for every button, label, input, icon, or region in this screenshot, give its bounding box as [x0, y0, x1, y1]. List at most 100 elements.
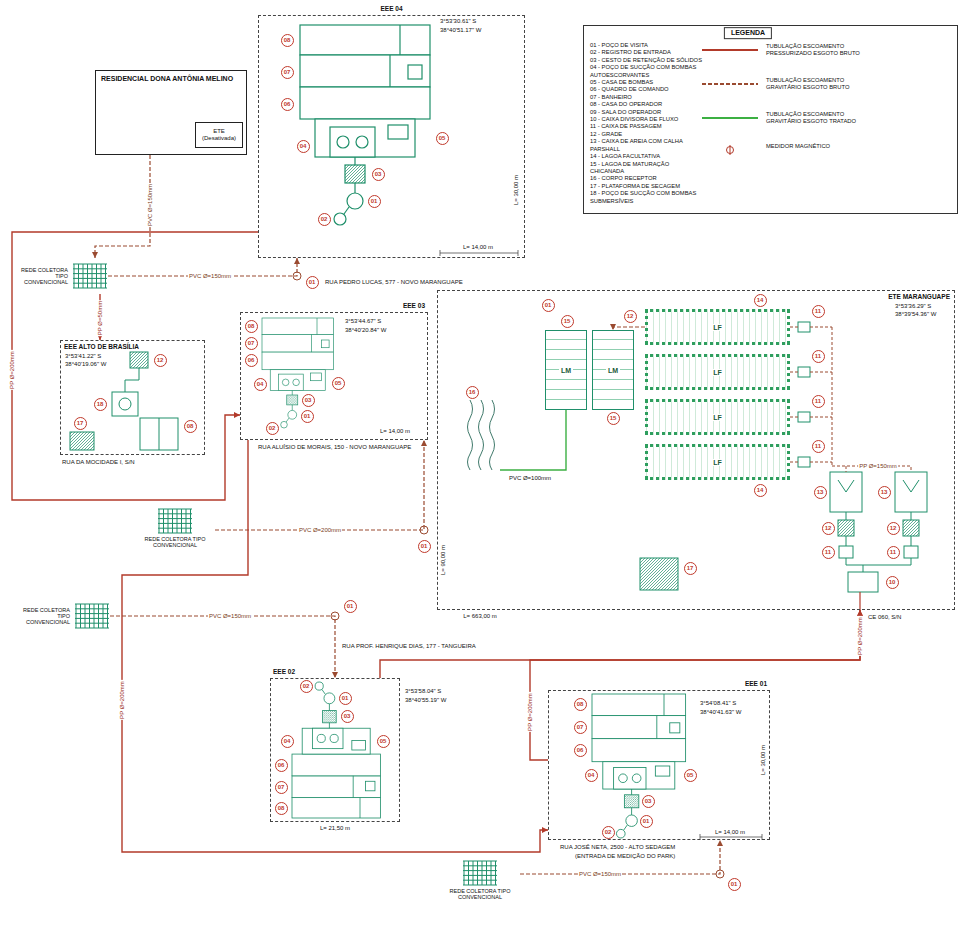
drawing-text: L= 21,50 m — [320, 825, 350, 832]
legend-item: 02 - REGISTRO DE ENTRADA — [590, 49, 702, 56]
callout-number: 01 — [542, 299, 555, 312]
pipe-label: PVC Ø=150mm — [188, 273, 232, 280]
grid-line — [80, 604, 81, 628]
facultative-pond: LF — [645, 354, 790, 390]
grid-line — [73, 283, 107, 284]
network-name: REDE COLETORA TIPO CONVENCIONAL — [18, 267, 68, 286]
grid-line — [105, 264, 106, 288]
callout-number: 15 — [561, 315, 574, 328]
collection-network: REDE COLETORA TIPO CONVENCIONAL — [20, 598, 110, 634]
callout-number: 03 — [642, 795, 655, 808]
gravity-pipe — [110, 616, 335, 678]
callout-number: 01 — [418, 540, 431, 553]
callout-number: 06 — [275, 759, 288, 772]
grid-line — [158, 523, 192, 524]
network-grid-icon — [462, 860, 498, 886]
legend-swatch — [702, 117, 758, 119]
grid-line — [463, 870, 497, 871]
pond-name: LF — [711, 414, 724, 421]
grid-line — [75, 628, 109, 629]
drawing-text: 38°40'51.17" W — [440, 27, 481, 34]
grid-line — [73, 278, 107, 279]
station-area: EEE 02 — [270, 678, 400, 822]
callout-number: 05 — [684, 769, 697, 782]
grid-line — [463, 880, 497, 881]
pipe-label: PVC Ø=150mm — [208, 613, 252, 620]
drawing-text: 38°40'55.19" W — [405, 697, 446, 704]
callout-number: 08 — [574, 698, 587, 711]
drawing-text: 3°53'41.22" S — [65, 353, 101, 360]
callout-number: 01 — [306, 276, 319, 289]
callout-number: 11 — [812, 350, 825, 363]
pipe-label: PP Ø=200mm — [857, 616, 864, 656]
station-area: ETE MARANGUAPELFLFLFLFLMLM — [437, 290, 955, 610]
grid-line — [463, 865, 497, 866]
drawing-text: 38°40'20.84" W — [345, 327, 386, 334]
callout-number: 12 — [887, 522, 900, 535]
callout-number: 07 — [281, 66, 294, 79]
callout-number: 11 — [812, 395, 825, 408]
collection-network: REDE COLETORA TIPO CONVENCIONAL — [440, 860, 520, 905]
grid-line — [75, 604, 109, 605]
grid-line — [463, 861, 497, 862]
treated-outfall-pipe — [500, 410, 566, 470]
legend-sample — [700, 145, 760, 155]
legend-item: 13 - CAIXA DE AREIA COM CALHA PARSHALL — [590, 138, 702, 153]
maturation-pond: LM — [545, 330, 587, 410]
legend-item: 04 - POÇO DE SUCÇÃO COM BOMBAS AUTOESCOR… — [590, 64, 702, 79]
pipe-label: PP Ø=200mm — [9, 350, 16, 390]
callout-number: 02 — [266, 422, 279, 435]
grid-line — [158, 533, 192, 534]
grid-line — [177, 509, 178, 533]
callout-number: 01 — [728, 878, 741, 891]
callout-number: 08 — [281, 34, 294, 47]
network-label: REDE COLETORA TIPO CONVENCIONAL — [20, 607, 70, 626]
drawing-text: PP Ø=150mm — [858, 463, 898, 470]
pressure-pipe — [12, 232, 258, 500]
grid-line — [94, 604, 95, 628]
callout-number: 02 — [602, 826, 615, 839]
callout-number: 11 — [812, 305, 825, 318]
callout-number: 07 — [245, 337, 258, 350]
callout-number: 08 — [184, 420, 197, 433]
callout-number: 12 — [154, 354, 167, 367]
drawing-text: L= 30,00 m — [760, 745, 767, 775]
grid-line — [92, 264, 93, 288]
callout-number: 04 — [297, 140, 310, 153]
grid-line — [464, 861, 465, 885]
legend-item: 11 - CAIXA DE PASSAGEM — [590, 123, 702, 130]
pump-station-drawing — [292, 682, 380, 818]
pipe-label: PP Ø=200mm — [119, 680, 126, 720]
grid-line — [74, 264, 75, 288]
network-label: REDE COLETORA TIPO CONVENCIONAL — [440, 888, 520, 901]
pond-name: LF — [711, 459, 724, 466]
pond-name: LM — [559, 367, 573, 374]
grid-line — [486, 861, 487, 885]
drawing-text: L= 30,00 m — [513, 175, 520, 205]
facultative-pond: LF — [645, 309, 790, 345]
drawing-text: 38°39'54.36" W — [895, 311, 936, 318]
callout-number: 13 — [878, 486, 891, 499]
grid-line — [73, 288, 107, 289]
pond-name: LM — [606, 367, 620, 374]
callout-number: 10 — [886, 576, 899, 589]
pump-station-drawing — [592, 694, 686, 838]
gravity-pipe — [95, 155, 150, 258]
pipe-label: PVC Ø=150mm — [147, 183, 154, 227]
grid-line — [75, 623, 109, 624]
plant-name: ETE (Desativada) — [197, 128, 241, 142]
gravity-pipe — [215, 440, 424, 530]
callout-number: 08 — [245, 320, 258, 333]
legend-item: 03 - CESTO DE RETENÇÃO DE SÓLIDOS — [590, 57, 702, 64]
callout-number: 04 — [281, 735, 294, 748]
station-area: EEE 04 — [258, 15, 525, 258]
callout-number: 01 — [301, 410, 314, 423]
callout-number: 06 — [281, 98, 294, 111]
callout-number: 16 — [466, 386, 479, 399]
callout-number: 05 — [332, 377, 345, 390]
callout-number: 05 — [436, 132, 449, 145]
callout-number: 14 — [754, 294, 767, 307]
drawing-text: 3°53'36.29" S — [895, 303, 931, 310]
callout-number: 07 — [275, 781, 288, 794]
callout-number: 01 — [368, 195, 381, 208]
